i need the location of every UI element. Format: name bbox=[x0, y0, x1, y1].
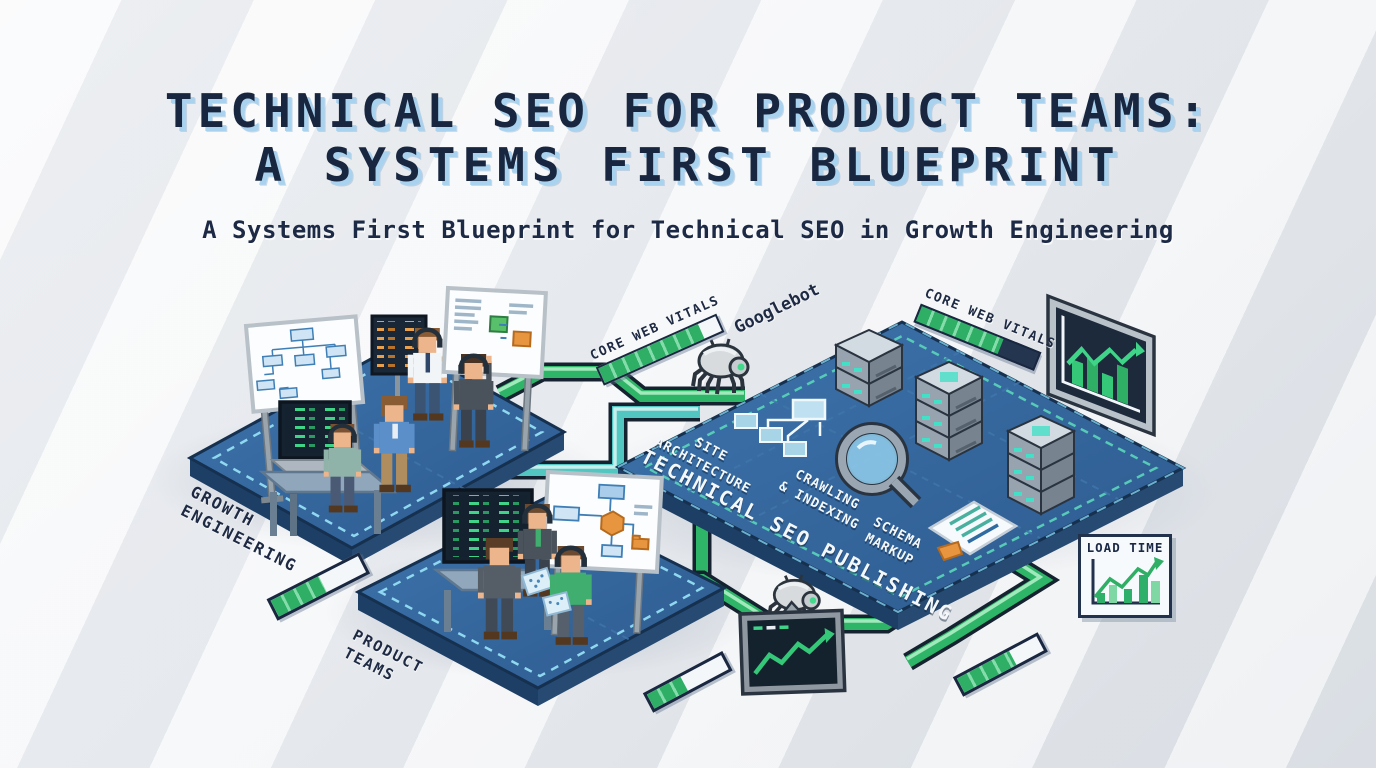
blueprint-paper-icon bbox=[520, 566, 555, 597]
person-figure bbox=[453, 354, 494, 448]
analytics-monitor-icon bbox=[1046, 293, 1156, 438]
load-time-widget: LOAD TIME bbox=[1078, 534, 1172, 618]
person-figure bbox=[373, 396, 415, 493]
load-time-chart-icon bbox=[1091, 557, 1164, 605]
googlebot-spider-icon bbox=[691, 337, 750, 396]
magnifier-icon bbox=[835, 422, 922, 509]
load-time-label: LOAD TIME bbox=[1086, 540, 1164, 555]
title-line-2: A SYSTEMS FIRST BLUEPRINT bbox=[254, 138, 1122, 193]
page-subtitle: A Systems First Blueprint for Technical … bbox=[202, 216, 1174, 244]
title-line-1: TECHNICAL SEO FOR PRODUCT TEAMS: bbox=[164, 84, 1212, 138]
blueprint-paper-icon bbox=[541, 590, 572, 617]
server-stack-icon bbox=[833, 328, 1077, 516]
page-title: TECHNICAL SEO FOR PRODUCT TEAMS: A SYSTE… bbox=[0, 84, 1376, 193]
trend-monitor-icon bbox=[738, 600, 847, 696]
person-figure bbox=[517, 504, 557, 597]
sitemap-icon bbox=[734, 398, 827, 457]
schema-doc-icon bbox=[927, 500, 1019, 562]
